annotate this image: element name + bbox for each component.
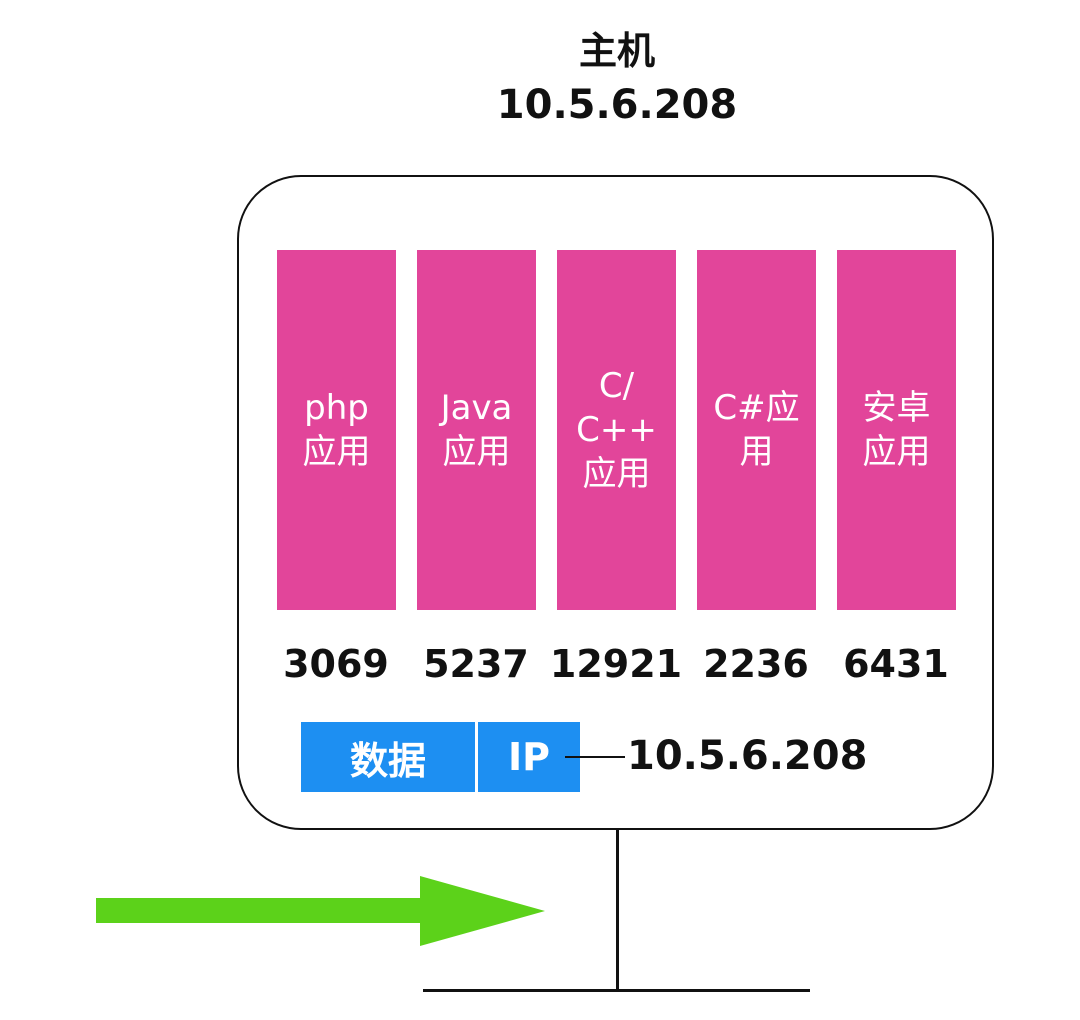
app-php: php 应用 xyxy=(277,250,396,610)
host-title: 主机 xyxy=(578,29,655,73)
network-bus-line xyxy=(423,989,810,992)
app-cpp: C/ C++ 应用 xyxy=(557,250,676,610)
packet-data: 数据 xyxy=(301,722,475,792)
port-cpp: 12921 xyxy=(549,642,683,686)
packet-ip-value: 10.5.6.208 xyxy=(627,733,868,779)
network-drop-line xyxy=(616,830,619,992)
app-csharp: C#应 用 xyxy=(697,250,816,610)
host-box xyxy=(237,175,994,830)
arrow-icon xyxy=(96,876,545,946)
arrow-head xyxy=(420,876,545,946)
app-java: Java 应用 xyxy=(417,250,536,610)
ip-connector-line xyxy=(565,756,625,758)
arrow-shaft xyxy=(96,898,426,923)
port-android: 6431 xyxy=(843,642,949,686)
port-csharp: 2236 xyxy=(703,642,809,686)
app-android: 安卓 应用 xyxy=(837,250,956,610)
host-ip: 10.5.6.208 xyxy=(496,82,738,128)
port-java: 5237 xyxy=(423,642,529,686)
packet-ip-header: IP xyxy=(478,722,580,792)
port-php: 3069 xyxy=(283,642,389,686)
